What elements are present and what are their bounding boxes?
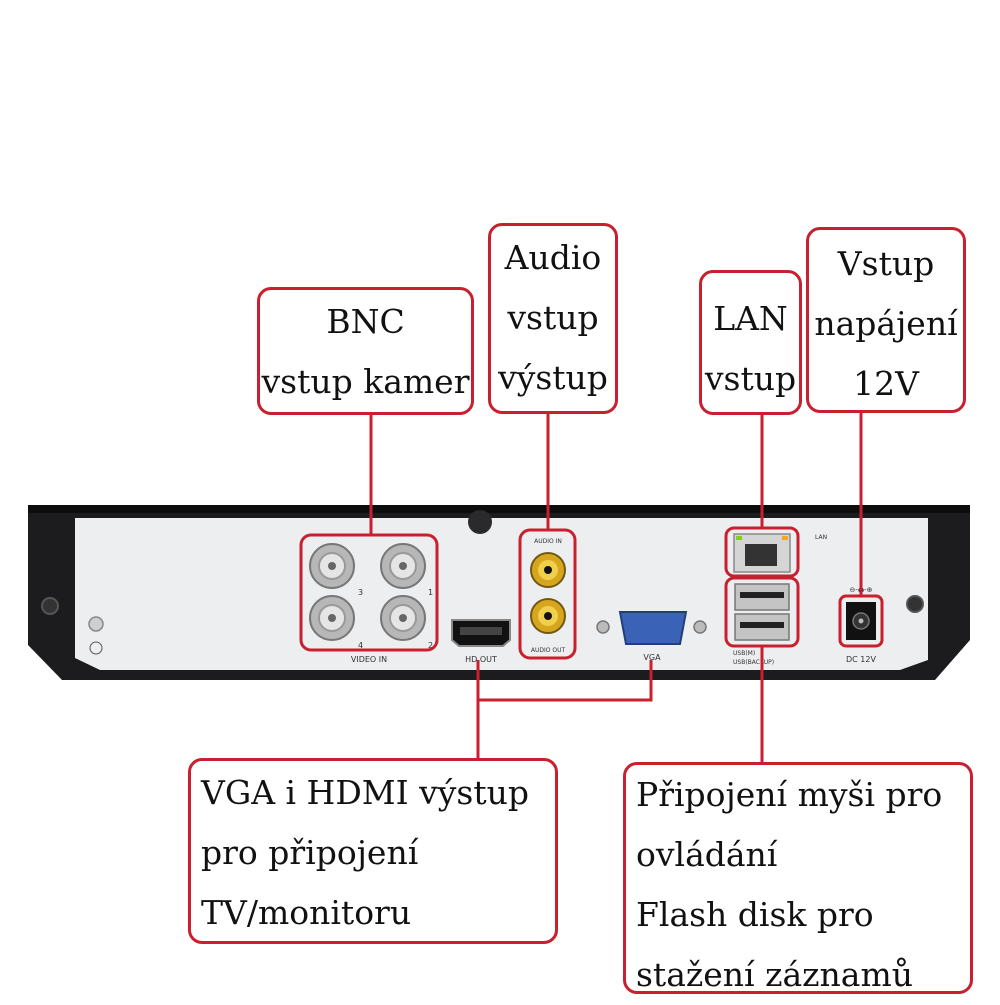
vga-label: VGA	[643, 653, 661, 662]
hdmi-port: HD OUT	[451, 619, 511, 664]
bnc-number-2: 2	[428, 641, 433, 650]
callout-bnc-line-2: vstup kamer	[261, 362, 470, 401]
callout-audio-line-2: vstup	[507, 298, 599, 337]
usb2-label: USB(BACKUP)	[733, 659, 774, 666]
callout-vga-hdmi-line-1: VGA i HDMI výstup	[201, 773, 529, 812]
callout-lan-line-2: vstup	[704, 359, 797, 398]
left-screw	[41, 597, 59, 615]
hd-out-label: HD OUT	[465, 655, 497, 664]
usb-port-group: USB(M) USB(BACKUP)	[724, 576, 800, 666]
bnc-number-1: 1	[428, 588, 433, 597]
callout-lan: LAN vstup	[699, 270, 802, 415]
callout-vga-hdmi-line-2: pro připojení	[201, 833, 419, 872]
audio-out-label: AUDIO OUT	[531, 647, 566, 654]
bnc-number-3: 3	[358, 588, 363, 597]
rear-panel	[75, 518, 928, 670]
bnc-highlight-box	[299, 533, 439, 652]
right-screw	[906, 595, 924, 613]
callout-power: Vstup napájení 12V	[806, 227, 966, 413]
callout-power-line-2: napájení	[814, 304, 958, 343]
callout-usb: Připojení myši pro ovládání Flash disk p…	[623, 762, 973, 994]
callout-power-line-1: Vstup	[837, 244, 935, 283]
bnc-connector-group: 3 1 4 2 VIDEO IN	[299, 533, 439, 664]
bnc-connector-2	[380, 595, 426, 641]
top-bezel	[28, 505, 970, 513]
audio-in-label: AUDIO IN	[534, 538, 562, 545]
lan-port: LAN	[724, 526, 827, 578]
vga-hdmi-line	[476, 660, 653, 702]
ground-screw	[88, 616, 104, 632]
callout-audio-line-1: Audio	[504, 238, 602, 277]
callout-audio-line-3: výstup	[498, 358, 608, 397]
bnc-connector-1	[380, 543, 426, 589]
video-in-label: VIDEO IN	[351, 655, 387, 664]
vga-port: VGA	[596, 611, 707, 662]
callout-bnc: BNC vstup kamer	[257, 287, 474, 415]
callout-audio: Audio vstup výstup	[488, 223, 618, 414]
dc-label: DC 12V	[846, 655, 876, 664]
rca-audio-in	[530, 552, 566, 588]
ground-icon	[89, 641, 103, 655]
callout-usb-line-4: stažení záznamů	[636, 955, 914, 994]
rca-audio-out	[530, 598, 566, 634]
usb1-label: USB(M)	[733, 650, 755, 657]
lan-label: LAN	[815, 534, 827, 541]
callout-usb-line-3: Flash disk pro	[636, 895, 874, 934]
callout-usb-line-1: Připojení myši pro	[636, 775, 943, 814]
callout-vga-hdmi-line-3: TV/monitoru	[201, 893, 412, 932]
callout-bnc-line-1: BNC	[326, 302, 405, 341]
bnc-number-4: 4	[358, 641, 363, 650]
dc-power-jack: ⊖-●-⊕ DC 12V	[838, 586, 884, 664]
top-screw	[468, 510, 492, 534]
callout-power-line-3: 12V	[853, 364, 919, 403]
callout-lines	[369, 412, 863, 762]
callout-lan-line-1: LAN	[713, 299, 788, 338]
callout-usb-line-2: ovládání	[636, 835, 778, 874]
bnc-connector-3	[309, 543, 355, 589]
bnc-connector-4	[309, 595, 355, 641]
callout-vga-hdmi: VGA i HDMI výstup pro připojení TV/monit…	[188, 758, 558, 944]
